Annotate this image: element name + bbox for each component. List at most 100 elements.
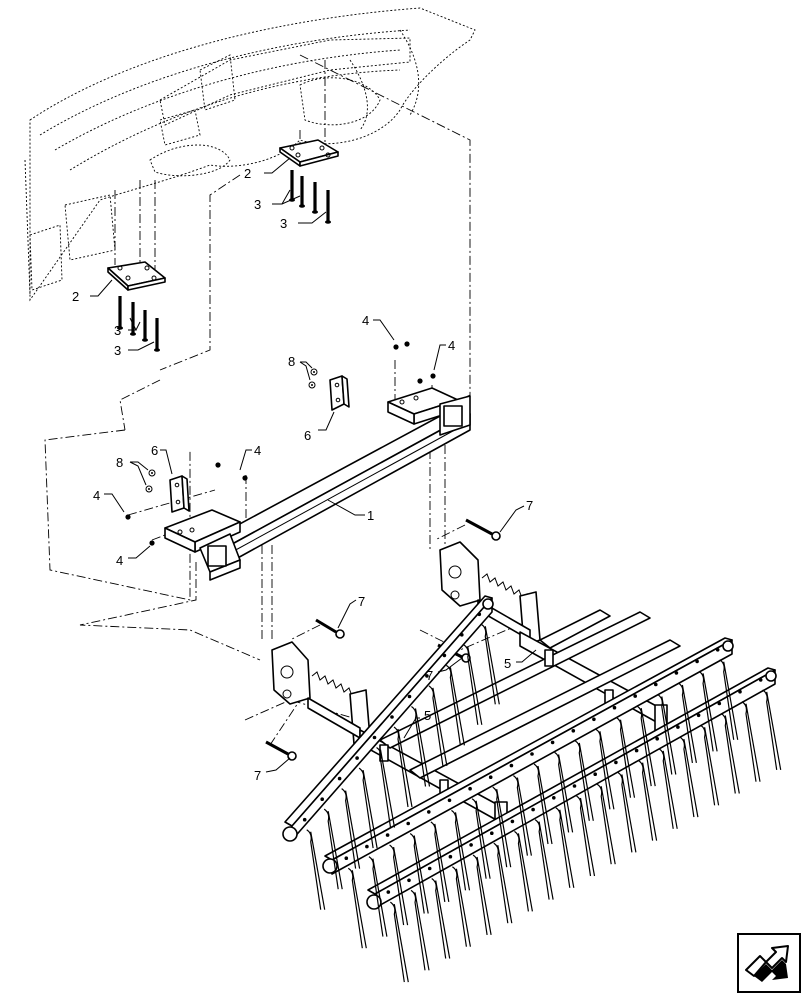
tine-bar-hole: [552, 796, 556, 800]
leader-lines: [90, 157, 537, 773]
tine-bar-hole: [488, 775, 493, 779]
harrow-tine: [347, 867, 367, 949]
harrow-tine: [554, 751, 574, 833]
bolts-upper: [289, 170, 331, 224]
tine-bar-hole: [490, 831, 494, 835]
tine-bar-hole: [614, 760, 618, 765]
tine-bar-hole: [407, 878, 411, 883]
harrow-tine: [574, 740, 594, 821]
tine-bar-hole: [355, 756, 359, 760]
callout-7: 7: [254, 768, 261, 783]
tine-bar-hole: [634, 748, 639, 753]
harrow-tine: [534, 819, 554, 900]
callout-3: 3: [114, 323, 121, 338]
harrow-tine: [323, 808, 343, 890]
harrow-tine: [452, 866, 471, 947]
tine-bar-hole: [715, 648, 720, 652]
tine-bar-hole: [407, 694, 412, 699]
tine-bar-hole: [460, 633, 464, 637]
cross-beam: [164, 387, 471, 581]
tine-bar-hole: [695, 659, 699, 664]
harrow-tine: [636, 705, 656, 787]
harrow-tine: [409, 832, 429, 914]
callout-4: 4: [254, 443, 261, 458]
tine-bar-hole: [592, 717, 596, 722]
tine-bar-hole: [406, 821, 411, 826]
tine-bar-hole: [509, 763, 514, 768]
callout-4: 4: [362, 313, 369, 328]
harrow-tine: [431, 878, 451, 959]
callout-8: 8: [288, 354, 295, 369]
tine-bar-holes: [302, 612, 763, 894]
callout-7: 7: [526, 498, 533, 513]
mount-plate-lower: [107, 261, 166, 291]
harrow-tine: [446, 664, 465, 746]
mount-plate-upper: [279, 139, 339, 167]
harrow-tine: [358, 767, 378, 849]
harrow-tine: [595, 728, 615, 810]
tine-bar-hole: [386, 890, 391, 894]
harrow-tine: [513, 775, 532, 856]
callout-4: 4: [448, 338, 455, 353]
nuts: [125, 341, 436, 546]
callout-7: 7: [358, 594, 365, 609]
harrow-tine: [306, 829, 326, 910]
tine-bar-hole: [442, 653, 447, 658]
forward-arrow-icon[interactable]: [736, 932, 802, 994]
callout-2: 2: [244, 166, 251, 181]
tine-bar-hole: [572, 784, 577, 788]
harrow-tine: [555, 807, 575, 888]
callout-2: 2: [72, 289, 79, 304]
tine-bar-hole: [633, 694, 637, 698]
spring-hanger-left: [271, 641, 371, 745]
harrow-tine: [616, 717, 636, 798]
bracket-6-left: [169, 475, 190, 513]
tine-bar-hole: [390, 715, 394, 719]
callout-numbers: 2 3 3 2 3 3 4 4 8 6 6 4 8 4 4 1 7 7 7 7 …: [72, 166, 533, 783]
harrow-tine: [341, 788, 361, 869]
callout-3: 3: [254, 197, 261, 212]
harrow-tine: [471, 798, 491, 879]
tine-bar-hole: [654, 682, 658, 687]
harrow-tine: [514, 830, 533, 912]
harrow-tine: [638, 760, 658, 841]
harrow-tine-bars: [282, 595, 777, 910]
harrow-tine: [463, 644, 483, 725]
harrow-tine: [410, 889, 430, 971]
callout-1: 1: [367, 508, 374, 523]
tine-bar-hole: [365, 844, 369, 849]
tine-bar-hole: [372, 735, 377, 740]
harrow-tine: [389, 844, 409, 926]
tine-bar-hole: [468, 786, 472, 791]
tine-bar-hole: [510, 819, 515, 824]
forward-arrow-icon-graphic: [737, 933, 801, 993]
harrow-tine: [678, 682, 697, 764]
harrow-arms: [359, 609, 681, 829]
bolts-lower: [117, 296, 160, 352]
harrow-tine: [493, 842, 513, 924]
tine-bar-hole: [320, 797, 325, 801]
tine-bar-hole: [530, 752, 534, 756]
tine-bar-hole: [302, 817, 307, 822]
tine-bar-hole: [531, 807, 535, 812]
callout-6: 6: [304, 428, 311, 443]
tine-bar-hole: [655, 737, 659, 741]
tine-bar-hole: [612, 705, 617, 710]
harrow-tine: [762, 689, 782, 771]
harrow-tine: [376, 747, 396, 828]
harrow-tine: [428, 685, 448, 767]
callout-5: 5: [424, 708, 431, 723]
tine-bar-hole: [448, 854, 453, 859]
callout-6: 6: [151, 443, 158, 458]
tine-bar-hole: [469, 843, 473, 847]
callout-3: 3: [114, 343, 121, 358]
tine-bar-hole: [344, 856, 349, 860]
harrow-tine: [480, 623, 500, 705]
harrow-tine: [451, 809, 471, 891]
callout-4: 4: [93, 488, 100, 503]
harrow-tine: [719, 659, 739, 740]
tine-bar-hole: [676, 725, 680, 729]
callout-4: 4: [116, 553, 123, 568]
tine-bar-hole: [696, 713, 701, 718]
harrow-tine: [679, 736, 699, 818]
